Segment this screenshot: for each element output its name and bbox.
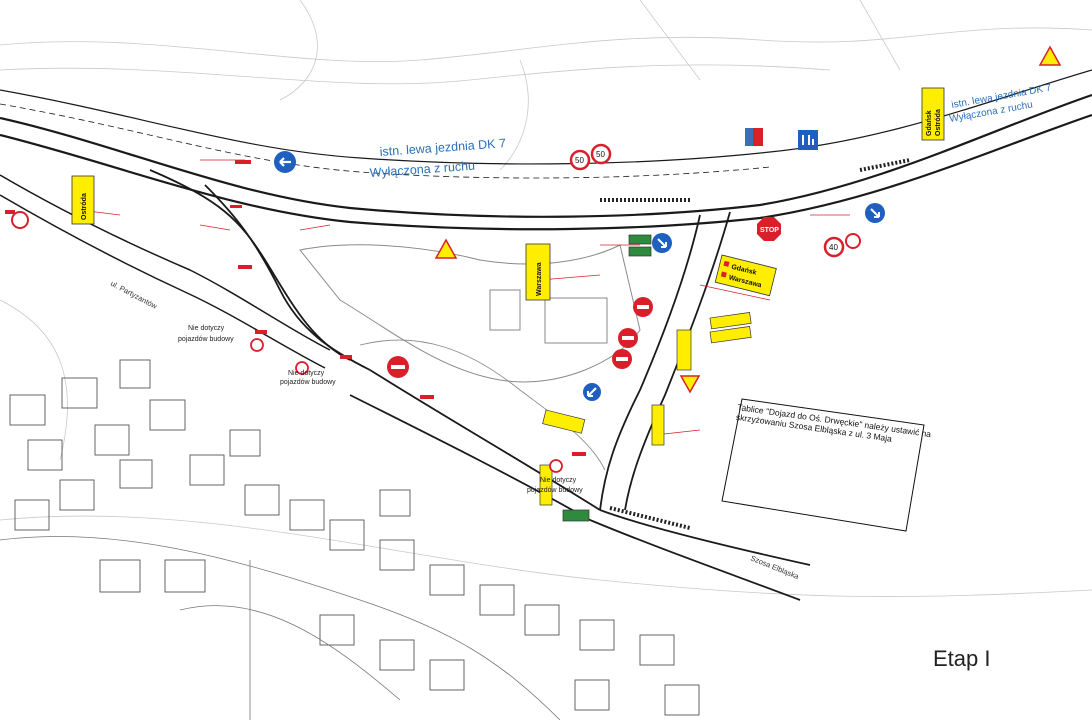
sign-gdansk-warszawa: Gdańsk Warszawa [714,254,777,297]
blue-board-icon [798,130,818,150]
terrain-lines [0,0,1092,597]
closed-lane-note-line2: Wyłączona z ruchu [369,159,475,180]
not-for-construction-1a: Nie dotyczy [188,325,225,332]
sign-gdansk-ostroda-top: Gdańsk Ostróda [921,87,945,141]
barrier-icon [230,205,242,208]
buildings [9,359,700,716]
not-for-construction-2b: pojazdów budowy [280,379,336,386]
no-entry-icon [387,356,409,378]
barrier-icon [572,452,586,456]
speed-limit-icon: 50 [590,143,612,165]
central-lot [299,244,641,471]
speed-limit-icon [11,211,29,229]
barrier-icon [255,330,267,334]
not-for-construction-1b: pojazdów budowy [178,336,234,343]
speed-limit-icon [250,338,264,352]
speed-limit-icon [549,459,563,473]
svg-text:Gdańsk: Gdańsk [926,110,933,136]
mandatory-direction-icon [652,233,672,253]
sign-ostroda-left: Ostróda [71,175,95,225]
svg-text:STOP: STOP [760,227,779,234]
barrier-icon [235,160,251,164]
svg-text:Ostróda: Ostróda [935,109,942,136]
warning-triangle-icon [679,375,701,394]
svg-text:Ostróda: Ostróda [81,193,88,220]
speed-limit-icon [295,361,309,375]
speed-limit-icon: 50 [569,149,591,171]
blue-board-icon [745,128,763,146]
mandatory-direction-icon [865,203,885,223]
barrier-icon [420,395,434,399]
stop-icon: STOP [757,217,781,241]
svg-text:50: 50 [596,150,605,159]
board-placement-note: Tablice "Dojazd do Oś. Drwęckie" należy … [720,397,932,533]
speed-limit-icon [845,233,861,249]
no-entry-icon [618,328,638,348]
not-for-construction-3a: Nie dotyczy [540,477,577,484]
svg-text:Warszawa: Warszawa [536,262,543,296]
sign-warszawa: Warszawa [525,243,551,301]
closed-lane-note-line1: istn. lewa jezdnia DK 7 [379,136,506,159]
no-entry-icon [612,349,632,369]
not-for-construction-3b: pojazdów budowy [527,487,583,494]
hatching [600,158,911,530]
barrier-icon [238,265,252,269]
warning-triangle-icon [434,238,458,259]
street-label-partyzantow: ul. Partyzantów [109,279,159,311]
barriers [5,160,586,456]
board-note-frame [721,398,925,532]
residential-streets [0,536,561,720]
warning-triangle-icon [1038,45,1062,66]
svg-text:50: 50 [575,156,584,165]
barrier-icon [5,210,15,214]
not-for-construction-2a: Nie dotyczy [288,370,325,377]
no-entry-icon [633,297,653,317]
svg-text:40: 40 [829,243,838,252]
mandatory-direction-icon [583,383,601,401]
red-guide-lines [79,159,850,436]
ramps [149,169,811,601]
barrier-icon [340,355,352,359]
stage-label: Etap I [933,646,991,671]
mandatory-direction-icon [274,151,296,173]
speed-limit-icon: 40 [823,236,845,258]
partyzantow-road [0,174,331,369]
